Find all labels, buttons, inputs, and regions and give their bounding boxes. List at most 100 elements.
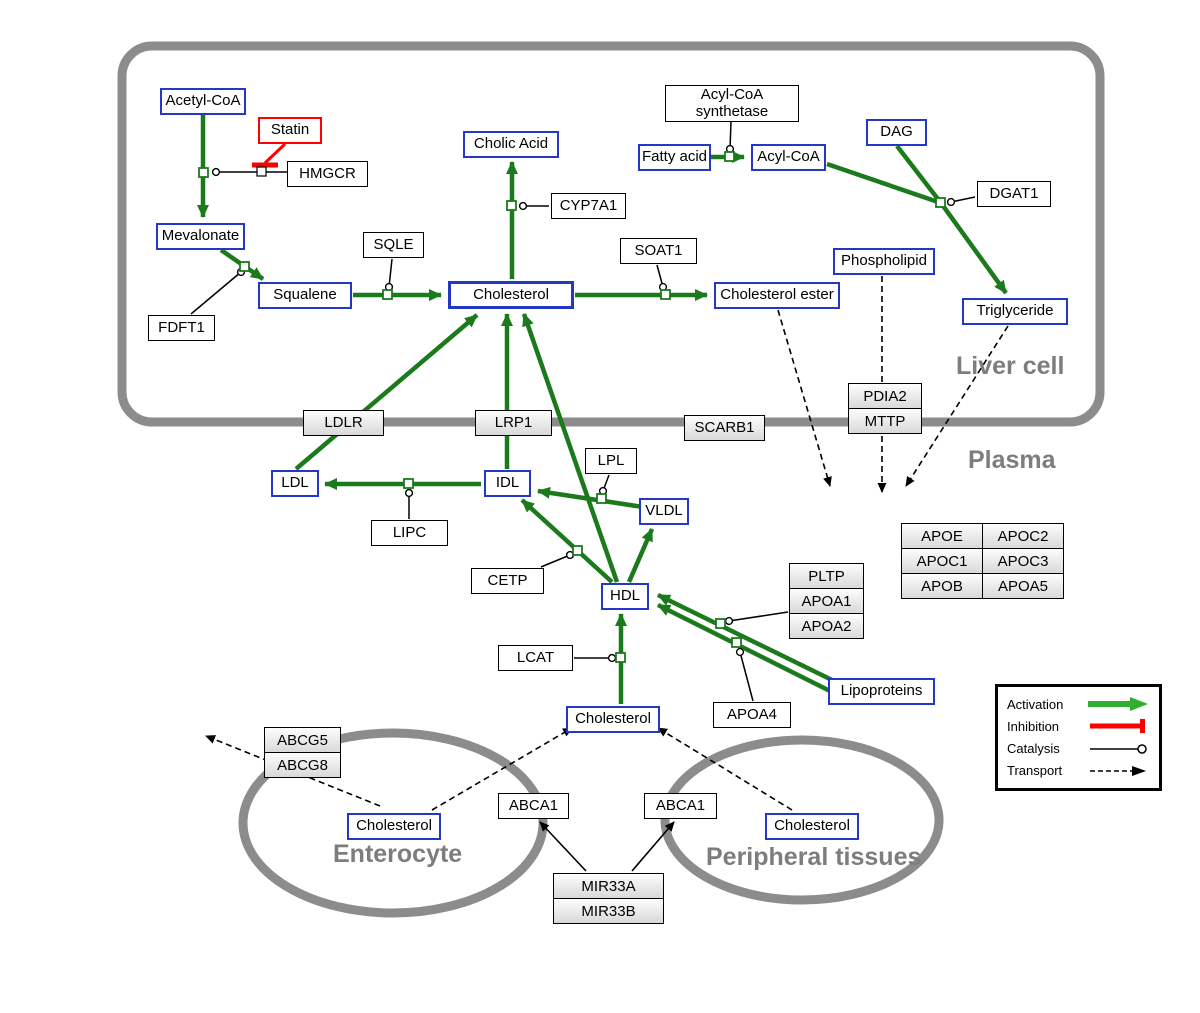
node-label: APOC3 (997, 552, 1049, 570)
catalysis-cetp (540, 550, 575, 568)
node-pdia2[interactable]: PDIA2 (848, 383, 922, 409)
arrow-mir33-abca1-left (539, 821, 587, 872)
node-mir33a[interactable]: MIR33A (553, 873, 664, 899)
catalysis-fdft1 (190, 267, 246, 315)
node-cholesterol-enterocyte[interactable]: Cholesterol (347, 813, 441, 840)
edge-dgatnode-triglyceride (939, 201, 1008, 295)
node-cholesterol-peripheral[interactable]: Cholesterol (765, 813, 859, 840)
node-soat1[interactable]: SOAT1 (620, 238, 697, 264)
reaction-node (198, 167, 209, 178)
reaction-node (382, 289, 393, 300)
reaction-node (506, 200, 517, 211)
node-triglyceride[interactable]: Triglyceride (962, 298, 1068, 325)
node-label: SQLE (373, 235, 414, 253)
node-idl[interactable]: IDL (484, 470, 531, 497)
node-sqle[interactable]: SQLE (363, 232, 424, 258)
arrow-mir33-abca1-right (631, 821, 675, 872)
node-lrp1[interactable]: LRP1 (475, 410, 552, 436)
node-hdl[interactable]: HDL (601, 583, 649, 610)
reaction-node (660, 289, 671, 300)
node-apoa5[interactable]: APOA5 (982, 573, 1064, 599)
inhibition-statin (252, 142, 287, 177)
node-apoc3[interactable]: APOC3 (982, 548, 1064, 574)
node-cholesterol-plasma[interactable]: Cholesterol (566, 706, 660, 733)
node-cetp[interactable]: CETP (471, 568, 544, 594)
catalysis-dgat1 (946, 196, 976, 207)
node-label: ABCG5 (277, 731, 328, 749)
node-cholesterol-liver[interactable]: Cholesterol (448, 281, 574, 309)
group-pltp-apoa1-apoa2: PLTP APOA1 APOA2 (789, 563, 864, 639)
node-lcat[interactable]: LCAT (498, 645, 573, 671)
node-cyp7a1[interactable]: CYP7A1 (551, 193, 626, 219)
node-apoa4[interactable]: APOA4 (713, 702, 791, 728)
node-label: PLTP (808, 567, 845, 585)
node-apob[interactable]: APOB (901, 573, 983, 599)
reaction-node (239, 261, 250, 272)
node-label: APOA1 (801, 592, 852, 610)
node-acetyl-coa[interactable]: Acetyl-CoA (160, 88, 246, 115)
node-abcg8[interactable]: ABCG8 (264, 752, 341, 778)
node-label: Phospholipid (841, 252, 927, 270)
node-label: APOA4 (726, 705, 778, 723)
node-fatty-acid[interactable]: Fatty acid (638, 144, 711, 171)
activation-edges (197, 115, 1008, 704)
node-dgat1[interactable]: DGAT1 (977, 181, 1051, 207)
node-label: SCARB1 (694, 418, 755, 436)
node-vldl[interactable]: VLDL (639, 498, 689, 525)
node-acyl-coa[interactable]: Acyl-CoA (751, 144, 826, 171)
edge-lipoproteins-hdl-upper (657, 592, 833, 683)
node-apoa2[interactable]: APOA2 (789, 613, 864, 639)
node-label: CYP7A1 (559, 196, 618, 214)
node-lpl[interactable]: LPL (585, 448, 637, 474)
liver-cell-label: Liver cell (956, 352, 1065, 380)
edge-acylcoa-dgat-node (826, 161, 942, 206)
node-lipc[interactable]: LIPC (371, 520, 448, 546)
transport-arrow-icon (1090, 765, 1146, 776)
node-scarb1[interactable]: SCARB1 (684, 415, 765, 441)
edge-dag-dgat-node (895, 144, 943, 205)
node-label: VLDL (645, 502, 683, 520)
edge-hdl-idl-via-cetp (520, 498, 614, 584)
node-label: IDL (495, 474, 520, 492)
node-acyl-coa-synthetase[interactable]: Acyl-CoA synthetase (665, 85, 799, 122)
node-label: Cholesterol (356, 817, 432, 835)
anchor-square (256, 166, 267, 177)
node-label: FDFT1 (158, 318, 205, 336)
node-label: LIPC (392, 523, 427, 541)
node-apoe[interactable]: APOE (901, 523, 983, 549)
node-apoa1[interactable]: APOA1 (789, 588, 864, 614)
node-hmgcr[interactable]: HMGCR (287, 161, 368, 187)
node-label: Fatty acid (641, 148, 708, 166)
node-fdft1[interactable]: FDFT1 (148, 315, 215, 341)
node-cholesterol-ester[interactable]: Cholesterol ester (714, 282, 840, 309)
node-label: CETP (487, 571, 528, 589)
legend-inhibition-label: Inhibition (1007, 718, 1060, 734)
transport-enterocyte-cholesterol-to-plasma (431, 727, 573, 811)
node-abca1-enterocyte[interactable]: ABCA1 (498, 793, 569, 819)
node-mir33b[interactable]: MIR33B (553, 898, 664, 924)
node-label: LRP1 (494, 413, 533, 431)
edge-hdl-vldl (626, 528, 655, 583)
node-statin[interactable]: Statin (258, 117, 322, 144)
node-apoc2[interactable]: APOC2 (982, 523, 1064, 549)
node-label: SOAT1 (634, 241, 683, 259)
node-dag[interactable]: DAG (866, 119, 927, 146)
node-squalene[interactable]: Squalene (258, 282, 352, 309)
node-ldl[interactable]: LDL (271, 470, 319, 497)
node-label: Cholesterol ester (720, 286, 834, 304)
catalysis-sqle (384, 258, 394, 292)
node-cholic-acid[interactable]: Cholic Acid (463, 131, 559, 158)
node-phospholipid[interactable]: Phospholipid (833, 248, 935, 275)
node-ldlr[interactable]: LDLR (303, 410, 384, 436)
node-lipoproteins[interactable]: Lipoproteins (828, 678, 935, 705)
node-label: Acyl-CoA (757, 148, 820, 166)
node-abcg5[interactable]: ABCG5 (264, 727, 341, 753)
node-abca1-peripheral[interactable]: ABCA1 (644, 793, 717, 819)
node-mevalonate[interactable]: Mevalonate (156, 223, 245, 250)
node-pltp[interactable]: PLTP (789, 563, 864, 589)
group-mir33: MIR33A MIR33B (553, 873, 664, 924)
legend-activation-label: Activation (1007, 696, 1064, 712)
node-label: APOB (921, 577, 963, 595)
node-mttp[interactable]: MTTP (848, 408, 922, 434)
node-apoc1[interactable]: APOC1 (901, 548, 983, 574)
